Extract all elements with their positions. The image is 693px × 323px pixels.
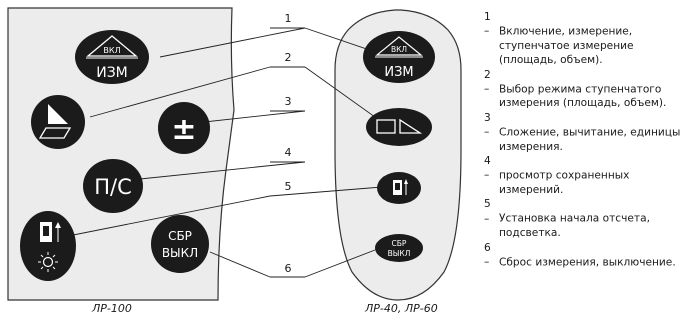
caption-lr40-lr60: ЛР-40, ЛР-60 <box>365 302 438 315</box>
legend-number: 6 – <box>484 241 491 268</box>
legend-item-1: 1 – Включение, измерение, ступенчатое изм… <box>484 10 690 68</box>
legend-number: 2 – <box>484 68 491 96</box>
lr40-reset-button[interactable]: СБР ВЫКЛ <box>375 234 423 262</box>
area-icon <box>376 119 396 134</box>
legend-item-2: 2 – Выбор режима ступенчатого измерения (… <box>484 68 690 111</box>
legend-text: Включение, измерение, ступенчатое измере… <box>499 25 634 67</box>
legend-number: 5 – <box>484 198 491 225</box>
lr100-plusminus-label: ± <box>171 112 196 147</box>
legend-text: Сброс измерения, выключение. <box>499 255 676 268</box>
triangle-icon <box>86 35 138 57</box>
legend-number: 3 – <box>484 111 491 139</box>
legend-text: Выбор режима ступенчатого измерения (пло… <box>499 83 667 110</box>
legend-number: 1 – <box>484 11 491 38</box>
lr100-reference-button[interactable] <box>20 211 76 281</box>
legend-item-4: 4 – просмотр сохраненных измерений. <box>484 154 690 197</box>
lr100-memory-label: П/С <box>94 175 132 199</box>
lr100-reset-label-top: СБР <box>168 229 192 243</box>
legend-text: Сложение, вычитание, единицы измерения. <box>499 126 681 153</box>
triangle-icon <box>375 36 423 56</box>
legend-item-6: 6 – Сброс измерения, выключение. <box>484 241 690 270</box>
lr40-reset-label-bottom: ВЫКЛ <box>388 249 411 258</box>
callout-6: 6 <box>285 262 292 275</box>
lr100-power-label-top: ВКЛ <box>103 46 120 55</box>
lr40-reset-label-top: СБР <box>392 239 407 248</box>
lr100-power-label-bottom: ИЗМ <box>96 65 128 81</box>
legend-list: 1 – Включение, измерение, ступенчатое изм… <box>484 10 690 269</box>
callout-2: 2 <box>285 51 292 64</box>
lr100-plusminus-button[interactable]: ± <box>158 102 210 154</box>
legend-item-3: 3 – Сложение, вычитание, единицы измерени… <box>484 111 690 154</box>
callout-lines <box>47 27 391 278</box>
lr100-power-button[interactable]: ВКЛ ИЗМ <box>75 30 149 84</box>
callout-1: 1 <box>285 12 292 25</box>
volume-parallelogram-icon <box>38 127 72 139</box>
lr40-reference-button[interactable] <box>377 172 421 204</box>
lr40-mode-button[interactable] <box>366 108 432 146</box>
lr100-reset-button[interactable]: СБР ВЫКЛ <box>151 215 209 273</box>
callout-5: 5 <box>285 180 292 193</box>
legend-text: просмотр сохраненных измерений. <box>499 169 630 196</box>
lr100-memory-button[interactable]: П/С <box>83 159 143 213</box>
area-triangle-icon <box>48 104 68 124</box>
backlight-icon <box>42 256 54 268</box>
lr40-power-label-top: ВКЛ <box>391 45 407 54</box>
lr100-mode-button[interactable] <box>31 95 85 149</box>
legend-item-5: 5 – Установка начала отсчета, подсветка. <box>484 197 690 240</box>
legend-number: 4 – <box>484 155 491 182</box>
lr40-power-button[interactable]: ВКЛ ИЗМ <box>363 31 435 83</box>
callout-3: 3 <box>285 95 292 108</box>
lr100-reset-label-bottom: ВЫКЛ <box>162 246 198 260</box>
lr40-power-label-bottom: ИЗМ <box>384 65 413 80</box>
callout-4: 4 <box>285 146 292 159</box>
legend-text: Установка начала отсчета, подсветка. <box>499 212 650 240</box>
panel-lr40-lr60 <box>334 9 462 301</box>
caption-lr100: ЛР-100 <box>92 302 132 315</box>
triangle-icon <box>399 118 423 134</box>
